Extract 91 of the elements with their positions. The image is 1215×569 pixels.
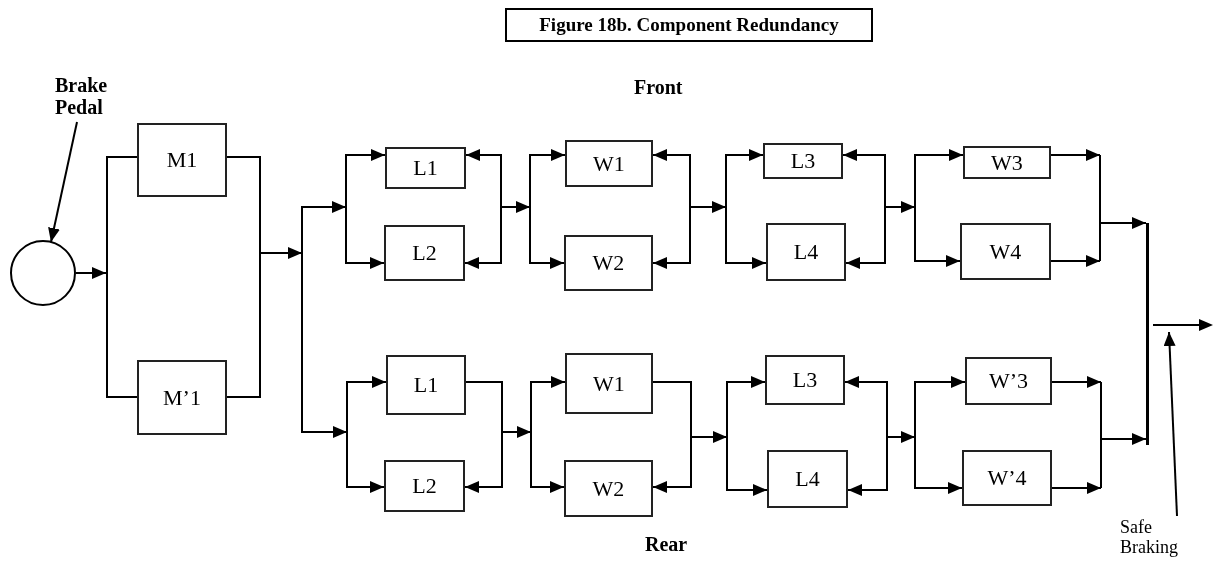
connector-arrow [652, 149, 691, 208]
connector-arrow [1051, 376, 1102, 388]
connector-arrow [845, 206, 886, 269]
connector-arrow [726, 376, 766, 438]
connector-arrow [75, 267, 107, 279]
connector-arrow [842, 149, 886, 208]
component-label: L4 [793, 239, 819, 265]
component-label: W1 [593, 150, 625, 177]
component-box [137, 360, 227, 435]
connector-line [465, 381, 503, 433]
component-box [386, 355, 466, 415]
connector-arrow [345, 149, 386, 208]
connector-arrow [847, 436, 888, 496]
component-label: W2 [592, 250, 625, 276]
connector-arrow [914, 436, 963, 494]
connector-arrow [48, 121, 78, 243]
connector-arrow [1100, 381, 1147, 489]
connector-arrow [530, 376, 566, 433]
connector-arrow [690, 431, 728, 443]
component-box [384, 460, 465, 512]
connector-arrow [1050, 255, 1101, 267]
component-box [766, 223, 846, 281]
connector-arrow [501, 426, 532, 438]
connector-arrow [1051, 482, 1102, 494]
component-box [763, 143, 843, 179]
connector-arrow [500, 201, 531, 213]
component-label: W2 [592, 475, 625, 502]
connector-arrow [725, 149, 764, 208]
connector-arrow [529, 206, 565, 269]
component-box [137, 123, 227, 197]
connector-arrow [914, 206, 961, 267]
component-box [960, 223, 1051, 280]
connector-arrow [1050, 149, 1101, 161]
component-label: W’3 [988, 368, 1029, 394]
connector-line [652, 381, 692, 438]
connector-arrow [301, 201, 347, 254]
component-box [385, 147, 466, 189]
component-box [962, 450, 1052, 506]
output-arrow [1153, 318, 1213, 332]
group-label: Front [634, 76, 683, 99]
connector-arrow [914, 149, 964, 208]
component-label: L4 [795, 466, 820, 492]
component-box [565, 140, 653, 187]
component-box [767, 450, 848, 508]
connector-arrow [529, 149, 566, 208]
connector-line [107, 396, 138, 398]
connector-arrow [346, 431, 385, 493]
connector-arrow [1163, 331, 1178, 517]
component-label: L1 [413, 155, 438, 181]
junction-bar [1146, 223, 1149, 445]
component-label: W4 [989, 238, 1022, 265]
connector-arrow [844, 376, 888, 438]
connector-arrow [689, 201, 727, 213]
component-label: L3 [792, 367, 818, 393]
connector-line [226, 156, 261, 254]
component-label: L2 [412, 240, 437, 266]
connector-arrow [530, 431, 565, 493]
component-box [963, 146, 1051, 179]
connector-arrow [884, 201, 916, 213]
connector-arrow [652, 436, 692, 493]
connector-arrow [725, 206, 767, 269]
connector-line [226, 252, 261, 398]
component-label: M1 [166, 147, 198, 173]
component-label: L1 [413, 372, 439, 398]
connector-arrow [652, 206, 691, 269]
component-label: W3 [991, 149, 1023, 176]
figure-title: Figure 18b. Component Redundancy [505, 8, 873, 42]
component-box [765, 355, 845, 405]
connector-arrow [464, 206, 502, 269]
connector-arrow [464, 431, 503, 493]
connector-arrow [726, 436, 768, 496]
component-box [965, 357, 1052, 405]
component-label: W1 [593, 370, 625, 397]
component-box [564, 460, 653, 517]
connector-arrow [914, 376, 966, 438]
connector-arrow [886, 431, 916, 443]
connector-arrow [465, 149, 502, 208]
component-label: L2 [412, 473, 437, 499]
connector-arrow [301, 252, 348, 438]
component-label: L3 [790, 148, 816, 174]
connector-arrow [346, 376, 387, 433]
component-box [384, 225, 465, 281]
component-label: W’4 [987, 465, 1027, 491]
connector-arrow [1099, 154, 1147, 262]
component-label: M’1 [163, 384, 201, 411]
component-box [564, 235, 653, 291]
connector-arrow [345, 206, 385, 269]
component-box [565, 353, 653, 414]
connector-line [107, 156, 138, 158]
group-label: Rear [645, 533, 688, 556]
connector-arrow [259, 247, 303, 259]
